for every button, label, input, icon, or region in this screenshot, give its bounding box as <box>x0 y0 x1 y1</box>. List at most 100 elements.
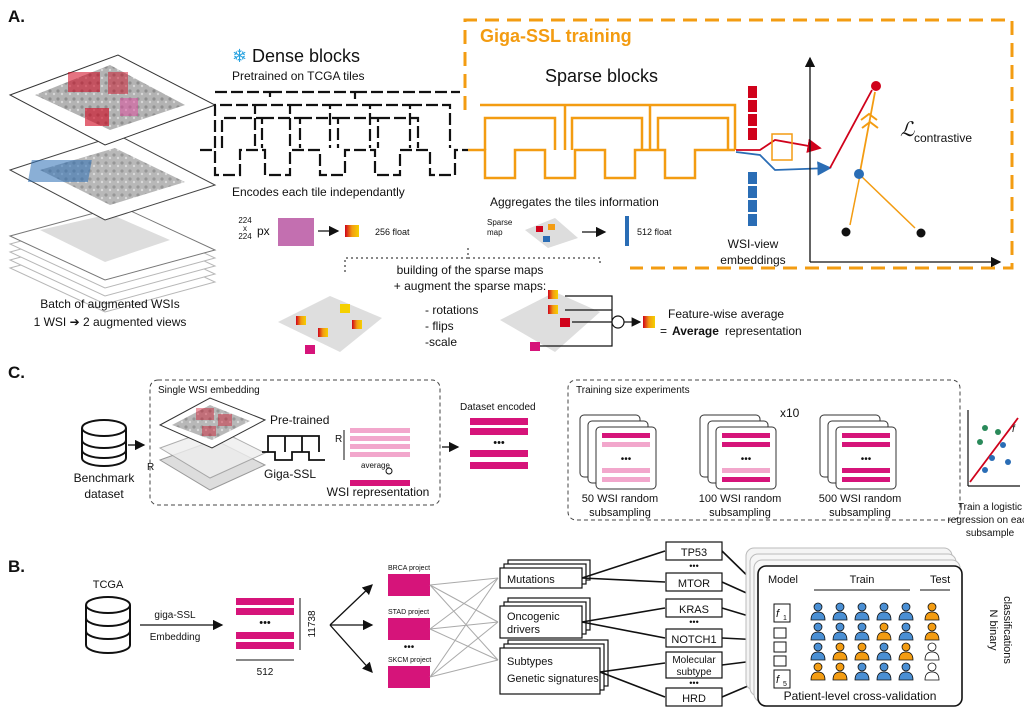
patient-icon <box>898 662 914 681</box>
subsample-50 <box>579 414 657 490</box>
single-wsi-title: Single WSI embedding <box>158 385 260 396</box>
patient-icon <box>854 642 870 661</box>
patient-icon <box>854 622 870 641</box>
panel-c-label: C. <box>8 363 25 382</box>
sparse-blocks-title: Sparse blocks <box>545 66 658 86</box>
dataset-encoded-label: Dataset encoded <box>460 402 536 413</box>
dataset-encoded-matrix <box>470 418 528 469</box>
f5-symbol: f <box>776 674 780 686</box>
kras-label: KRAS <box>679 604 709 616</box>
augmented-tissue-2 <box>500 290 600 352</box>
genetic-label: Genetic signatures <box>507 673 599 685</box>
aug-rotations: - rotations <box>425 303 478 317</box>
sub100-label-2: subsampling <box>709 507 771 519</box>
average-cube-icon <box>643 316 655 328</box>
sub50-label-2: subsampling <box>589 507 651 519</box>
oncogenic-label-2: drivers <box>507 624 541 636</box>
giga-ssl-frame <box>463 18 1014 270</box>
r-matrix <box>350 428 410 457</box>
stad-matrix <box>388 618 430 640</box>
wsi-representation-bar <box>350 480 410 486</box>
tile-height: 224 <box>238 232 252 241</box>
feature-cube-icon <box>345 225 359 237</box>
blue-point <box>854 169 864 179</box>
repel-line-2 <box>859 174 916 229</box>
positive-pair-line <box>829 89 873 169</box>
dense-blocks-diagram <box>200 90 468 177</box>
negative-point-1 <box>841 227 851 237</box>
sub100-dots: ••• <box>741 454 752 465</box>
red-embedding <box>748 86 757 140</box>
building-line-2: + augment the sparse maps: <box>394 279 546 293</box>
dense-blocks-title: Dense blocks <box>252 46 360 66</box>
aug-scale: -scale <box>425 335 457 349</box>
building-line-1: building of the sparse maps <box>397 263 544 277</box>
r-label: R <box>335 434 342 445</box>
batch-caption-1: Batch of augmented WSIs <box>40 297 179 311</box>
patient-icon <box>832 642 848 661</box>
patient-icon <box>810 642 826 661</box>
average-bold: Average <box>672 324 719 338</box>
nbinary-label-2: classifications <box>1001 596 1013 664</box>
blue-projection-arrow <box>735 151 832 176</box>
loss-subscript: contrastive <box>914 131 972 145</box>
tcga-label: TCGA <box>93 579 124 591</box>
logreg-label-1: Train a logistic <box>958 502 1022 513</box>
dataset-dots: ••• <box>493 437 505 449</box>
average-wiring <box>540 295 613 347</box>
pretrained-label: Pre-trained <box>270 413 329 427</box>
loss-symbol: ℒ <box>900 119 915 141</box>
patient-icon <box>924 622 940 641</box>
dim-width: 512 <box>257 667 274 678</box>
gigassl-label: Giga-SSL <box>264 467 316 481</box>
giga-label: giga-SSL <box>154 610 196 621</box>
sub500-label-2: subsampling <box>829 507 891 519</box>
snowflake-icon: ❄ <box>232 46 247 66</box>
oncogenic-label-1: Oncogenic <box>507 611 560 623</box>
patient-icon <box>832 602 848 621</box>
sparse-map-icon <box>525 218 578 248</box>
tp53-dots: ••• <box>689 561 698 571</box>
subtypes-label: Subtypes <box>507 656 553 668</box>
red-projection-arrow <box>736 138 822 153</box>
float256-text: 256 float <box>375 227 410 237</box>
tcga-dots: ••• <box>259 617 271 629</box>
vector-512-icon <box>625 216 629 246</box>
tcga-database-icon <box>85 596 131 654</box>
wsi-view-label-1: WSI-view <box>728 237 779 251</box>
train-header: Train <box>850 574 875 586</box>
patient-icon <box>898 642 914 661</box>
mtor-label: MTOR <box>678 578 710 590</box>
cv-caption: Patient-level cross-validation <box>784 689 937 703</box>
patient-grid <box>810 602 940 681</box>
average-node <box>611 315 625 329</box>
average-small-node <box>385 467 393 475</box>
f5-subscript: 5 <box>783 681 787 688</box>
logistic-regression-plot <box>967 410 1020 487</box>
logreg-label-3: subsample <box>966 528 1015 539</box>
patient-icon <box>924 602 940 621</box>
patient-icon <box>810 662 826 681</box>
dim-height: 11738 <box>307 610 318 638</box>
task-target-links <box>581 550 666 698</box>
float512-text: 512 float <box>637 227 672 237</box>
model-stack-icons <box>773 603 791 689</box>
tile-width: 224 <box>238 216 252 225</box>
blue-embedding <box>748 172 757 226</box>
gigassl-mini-icon <box>262 435 325 461</box>
patient-icon <box>924 662 940 681</box>
f1-subscript: 1 <box>783 615 787 622</box>
patient-icon <box>876 622 892 641</box>
red-point <box>871 81 881 91</box>
patient-icon <box>898 622 914 641</box>
patient-icon <box>876 662 892 681</box>
aggregates-text: Aggregates the tiles information <box>490 195 659 209</box>
benchmark-label-2: dataset <box>84 487 124 501</box>
stad-label: STAD project <box>388 609 429 616</box>
molecular-label-1: Molecular <box>672 655 716 666</box>
sparse-map-label-1: Sparse <box>487 218 513 227</box>
subsample-100 <box>699 414 777 490</box>
notch1-label: NOTCH1 <box>671 634 716 646</box>
logreg-label-2: regression on each <box>947 515 1024 526</box>
dense-blocks-subtitle: Pretrained on TCGA tiles <box>232 69 365 83</box>
